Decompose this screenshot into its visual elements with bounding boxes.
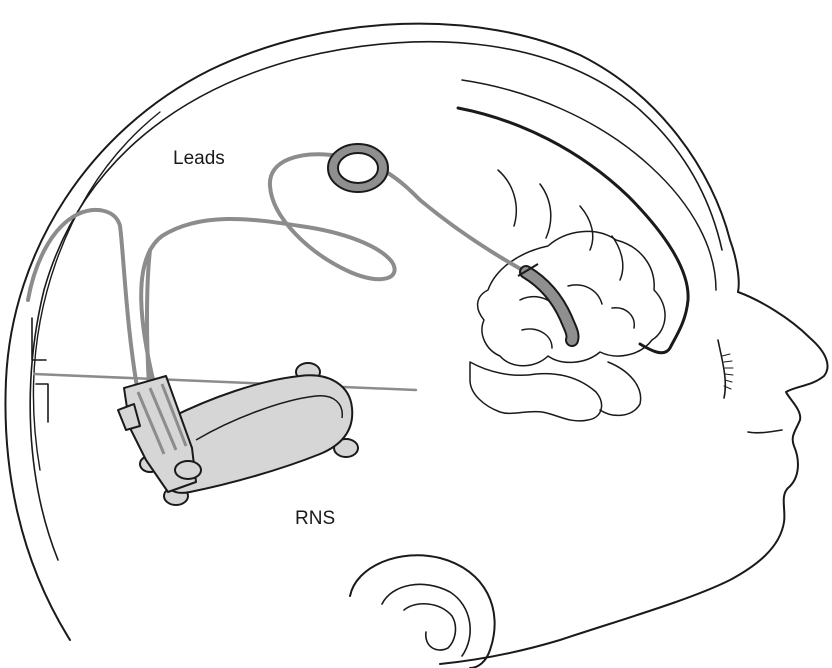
lead-wires (28, 154, 526, 404)
face-profile-icon (440, 292, 828, 664)
ear-icon (350, 555, 495, 668)
mouth-line (748, 430, 782, 433)
head-outline-icon (5, 24, 738, 640)
eye-icon (718, 340, 725, 398)
brain-outline-icon (458, 80, 716, 421)
neurostimulator-device-icon (118, 363, 358, 505)
reference-line (34, 374, 416, 390)
skull-mark-2 (36, 384, 48, 422)
rns-label: RNS (295, 508, 335, 530)
lead-coil-icon (328, 144, 388, 192)
leads-label: Leads (173, 148, 225, 170)
